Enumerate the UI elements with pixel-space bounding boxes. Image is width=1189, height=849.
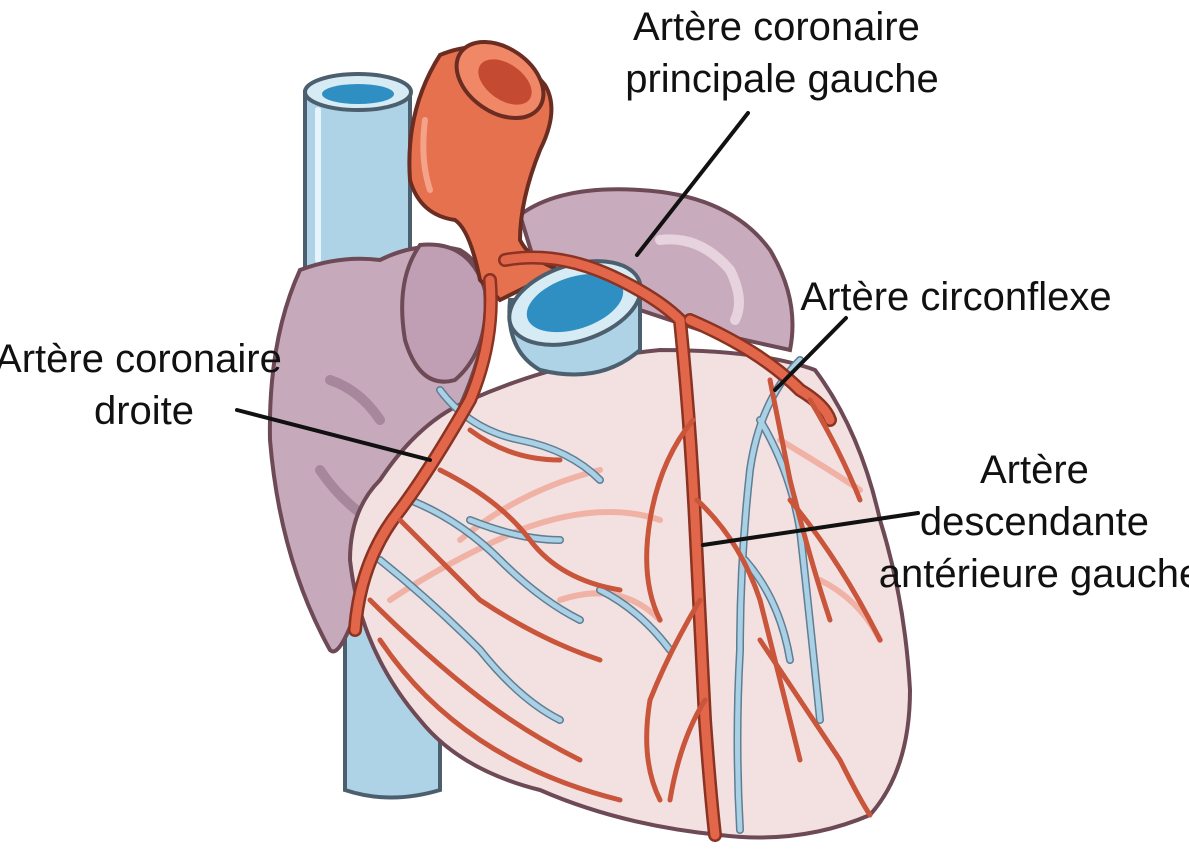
label-right-coronary: Artère coronaire droite xyxy=(0,337,293,433)
label-circumflex: Artère circonflexe xyxy=(800,275,1111,319)
label-left-anterior-descending: Artère descendante antérieure gauche xyxy=(879,448,1189,596)
label-left-main-coronary: Artère coronaire principale gauche xyxy=(625,5,939,101)
